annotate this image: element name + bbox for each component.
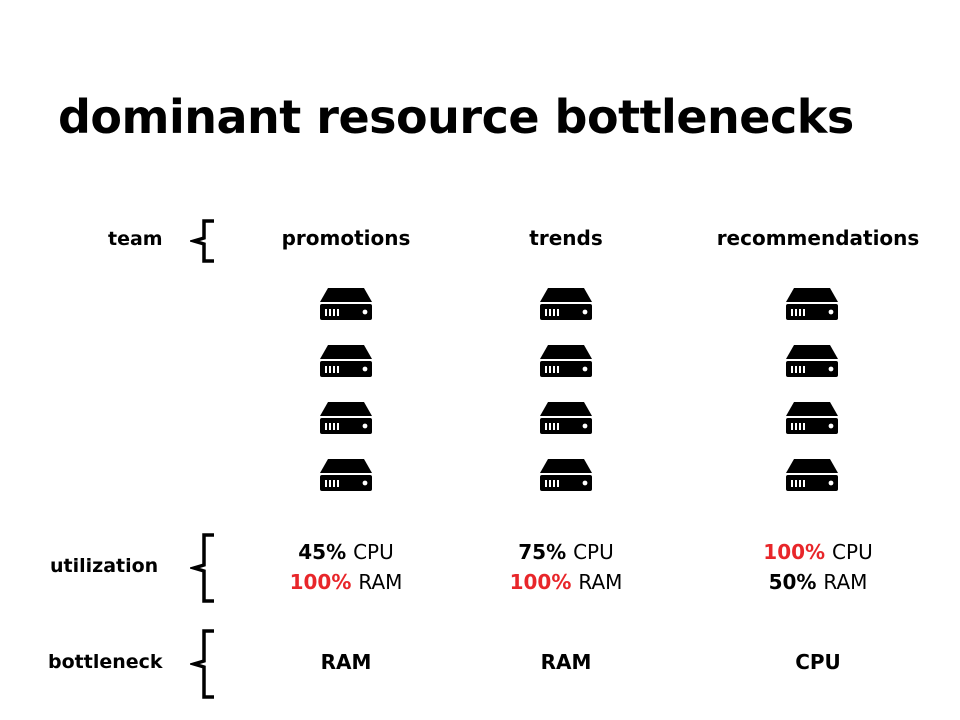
server-icon <box>318 343 374 379</box>
bottleneck-promotions: RAM <box>320 650 372 674</box>
ram-line: 100% RAM <box>290 567 403 597</box>
cpu-value: 45% <box>298 540 347 564</box>
team-name-promotions: promotions <box>281 226 411 250</box>
server-icon <box>538 343 594 379</box>
utilization-brace-icon <box>190 533 214 603</box>
ram-line: 50% RAM <box>763 567 872 597</box>
cpu-unit: CPU <box>832 540 873 564</box>
ram-value: 100% <box>289 570 352 594</box>
bottleneck-brace-icon <box>190 629 214 699</box>
server-icon <box>784 400 840 436</box>
cpu-line: 75% CPU <box>510 537 623 567</box>
cpu-line: 100% CPU <box>763 537 872 567</box>
team-name-trends: trends <box>529 226 603 250</box>
server-icon <box>784 343 840 379</box>
ram-line: 100% RAM <box>510 567 623 597</box>
ram-unit: RAM <box>823 570 868 594</box>
server-icon <box>784 457 840 493</box>
server-icon <box>318 286 374 322</box>
server-icon <box>318 457 374 493</box>
server-icon <box>538 400 594 436</box>
server-icon <box>538 457 594 493</box>
server-icon <box>538 286 594 322</box>
row-label-team: team <box>108 228 163 250</box>
utilization-recommendations: 100% CPU 50% RAM <box>763 537 872 597</box>
cpu-value: 75% <box>518 540 567 564</box>
cpu-unit: CPU <box>573 540 614 564</box>
ram-value: 50% <box>768 570 817 594</box>
cpu-unit: CPU <box>353 540 394 564</box>
ram-value: 100% <box>509 570 572 594</box>
bottleneck-recommendations: CPU <box>795 650 841 674</box>
row-label-utilization: utilization <box>50 555 159 577</box>
ram-unit: RAM <box>578 570 623 594</box>
utilization-trends: 75% CPU 100% RAM <box>510 537 623 597</box>
ram-unit: RAM <box>358 570 403 594</box>
bottleneck-trends: RAM <box>540 650 592 674</box>
server-icon <box>784 286 840 322</box>
server-icon <box>318 400 374 436</box>
cpu-line: 45% CPU <box>290 537 403 567</box>
team-name-recommendations: recommendations <box>716 226 920 250</box>
page-title: dominant resource bottlenecks <box>58 90 854 144</box>
utilization-promotions: 45% CPU 100% RAM <box>290 537 403 597</box>
cpu-value: 100% <box>763 540 826 564</box>
team-brace-icon <box>190 219 214 263</box>
row-label-bottleneck: bottleneck <box>48 651 163 673</box>
